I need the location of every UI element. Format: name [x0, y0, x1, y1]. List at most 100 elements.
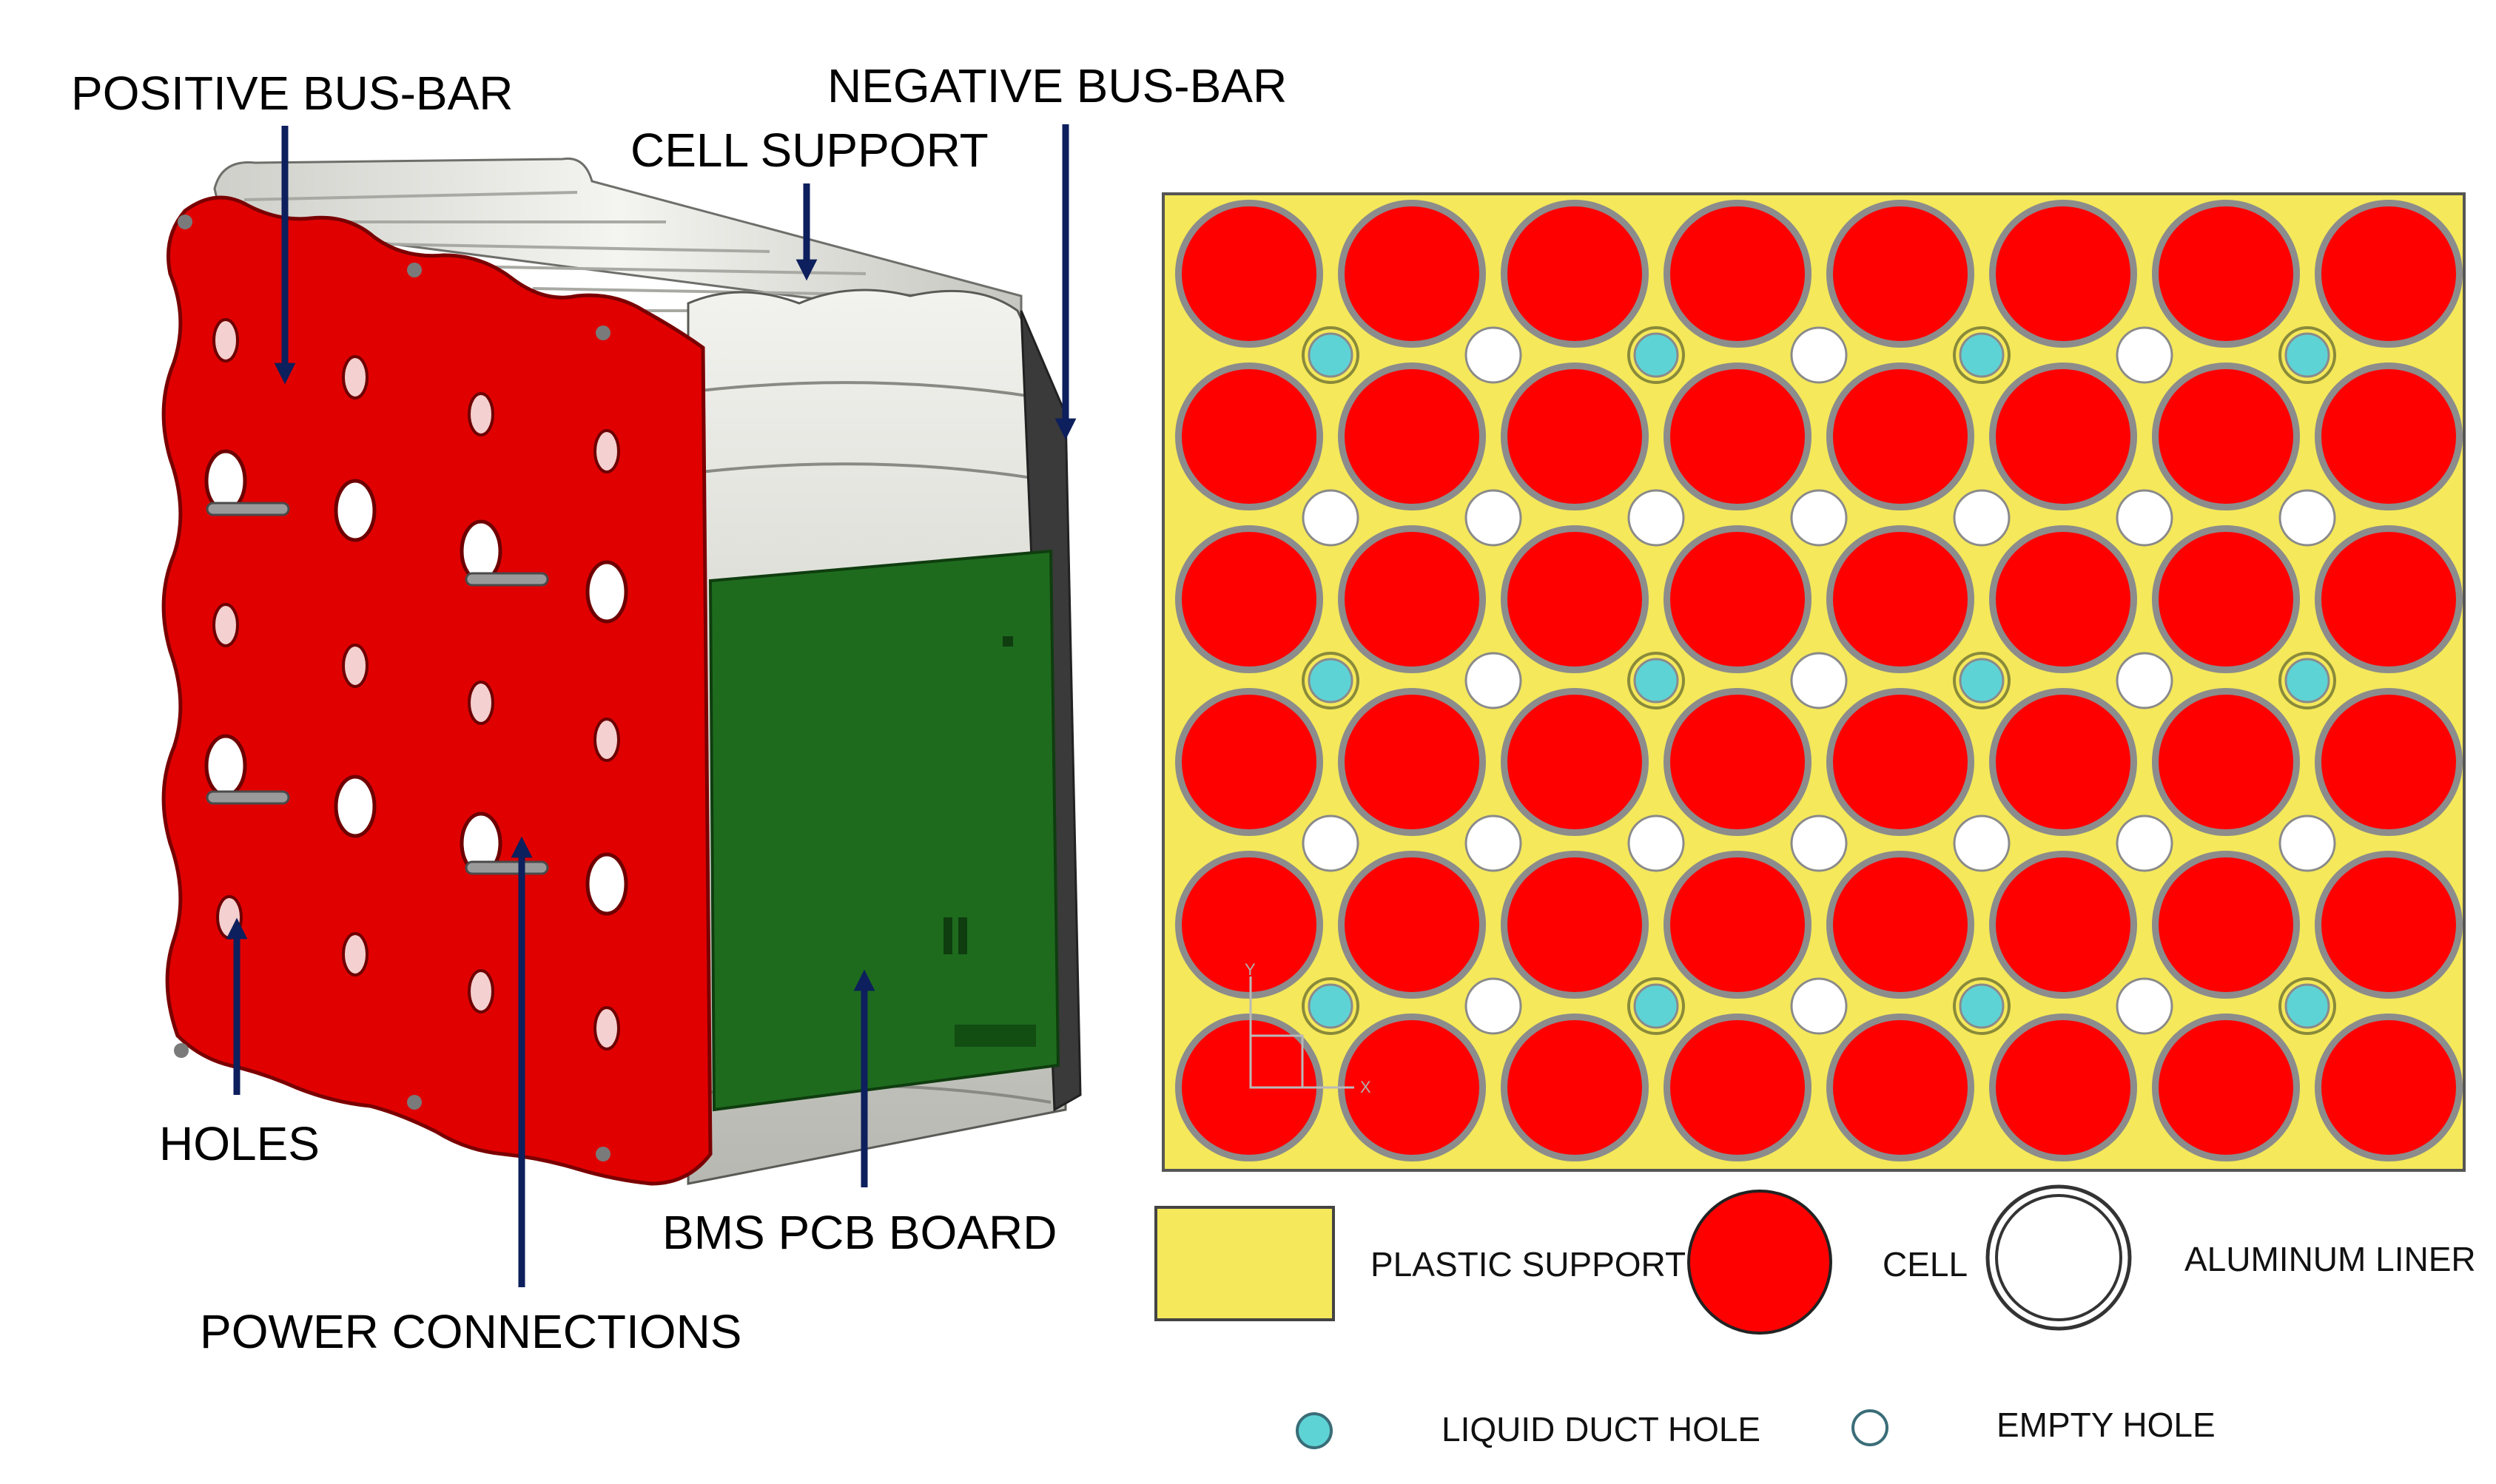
cell [1826, 1013, 1974, 1161]
liquid-duct-hole [1959, 332, 2005, 378]
cell [2315, 362, 2463, 510]
cell [2152, 1013, 2300, 1161]
battery-module-3d-view [161, 157, 1082, 1186]
cell-core [1345, 532, 1479, 667]
legend-plastic-support-swatch [1154, 1206, 1335, 1321]
pcb-component [958, 917, 967, 954]
empty-hole [1790, 326, 1848, 384]
liquid-duct-hole [1308, 332, 1353, 378]
cell-core [2159, 695, 2293, 829]
positive-bus-bar-plate [161, 195, 713, 1186]
axis-y-label: Y [1245, 960, 1256, 979]
cell-core [1507, 206, 1642, 341]
empty-hole [2116, 326, 2173, 384]
legend-aluminum-liner-swatch [1985, 1184, 2132, 1331]
cell-core [2321, 1020, 2456, 1155]
cell [2315, 851, 2463, 999]
cell [1989, 362, 2137, 510]
cell [1338, 851, 1486, 999]
cell [1338, 362, 1486, 510]
liquid-duct-hole [1308, 983, 1353, 1029]
cell-core [1182, 532, 1316, 667]
cell [2152, 688, 2300, 836]
empty-hole [1464, 814, 1522, 872]
cell-core [1345, 695, 1479, 829]
cell-core [2321, 206, 2456, 341]
cell-core [1670, 857, 1805, 992]
cell-core [2321, 857, 2456, 992]
cell [2315, 200, 2463, 348]
liquid-duct-hole [2284, 983, 2330, 1029]
cell [2315, 525, 2463, 673]
empty-hole [2278, 489, 2336, 547]
empty-hole [1790, 814, 1848, 872]
cell [1338, 688, 1486, 836]
legend-aluminum-liner-label: ALUMINUM LINER [2184, 1240, 2476, 1278]
legend-empty-hole-swatch [1851, 1409, 1888, 1446]
cell [2152, 851, 2300, 999]
cell-core [1182, 1020, 1316, 1155]
liquid-duct-hole [1308, 658, 1353, 704]
cell-core [1182, 206, 1316, 341]
cell-core [1507, 1020, 1642, 1155]
cell [1826, 362, 1974, 510]
cell-core [1833, 369, 1968, 504]
empty-hole [1464, 652, 1522, 709]
cell-core [1670, 532, 1805, 667]
cell-core [1670, 695, 1805, 829]
cell-core [1996, 1020, 2130, 1155]
cell-core [1996, 857, 2130, 992]
empty-hole [1464, 326, 1522, 384]
liquid-duct-hole [1959, 658, 2005, 704]
cell [2152, 200, 2300, 348]
cell [1664, 200, 1812, 348]
axis-x-label: X [1360, 1078, 1371, 1096]
liquid-duct-hole [1633, 983, 1679, 1029]
cell [1338, 1013, 1486, 1161]
cell [2315, 1013, 2463, 1161]
empty-hole [1790, 489, 1848, 547]
cell [1989, 1013, 2137, 1161]
cell-core [1345, 1020, 1479, 1155]
cell-support-top [213, 157, 1023, 327]
cell-core [2159, 369, 2293, 504]
cell-core [1507, 369, 1642, 504]
cell [1501, 688, 1649, 836]
cell [1664, 851, 1812, 999]
cell [1664, 362, 1812, 510]
cell [1989, 688, 2137, 836]
cell [1664, 1013, 1812, 1161]
holes-layer [1302, 326, 2336, 1035]
cell [1175, 200, 1323, 348]
cell [1826, 688, 1974, 836]
cell-core [1833, 532, 1968, 667]
empty-hole [2116, 814, 2173, 872]
pcb-component [943, 917, 952, 954]
cell [1338, 200, 1486, 348]
cell [1989, 525, 2137, 673]
cell-core [1182, 857, 1316, 992]
cell [1175, 688, 1323, 836]
empty-hole [1790, 977, 1848, 1035]
cell [1175, 1013, 1323, 1161]
cell-core [1182, 695, 1316, 829]
cell [1826, 525, 1974, 673]
cell-core [1507, 857, 1642, 992]
empty-hole [2116, 652, 2173, 709]
empty-hole [1464, 489, 1522, 547]
cell-core [1833, 1020, 1968, 1155]
edge-bolts [174, 215, 610, 1161]
cell-core [2159, 206, 2293, 341]
cell [1501, 525, 1649, 673]
empty-hole [1302, 489, 1359, 547]
label-negative-bus-bar: NEGATIVE BUS-BAR [827, 59, 1287, 112]
legend-liquid-duct-label: LIQUID DUCT HOLE [1442, 1410, 1760, 1448]
cell-core [2321, 369, 2456, 504]
cell-core [2159, 1020, 2293, 1155]
power-connection-rods [206, 502, 549, 875]
cell [1501, 200, 1649, 348]
cell-core [1833, 206, 1968, 341]
legend-empty-hole-label: EMPTY HOLE [1997, 1406, 2216, 1444]
cell [1501, 362, 1649, 510]
